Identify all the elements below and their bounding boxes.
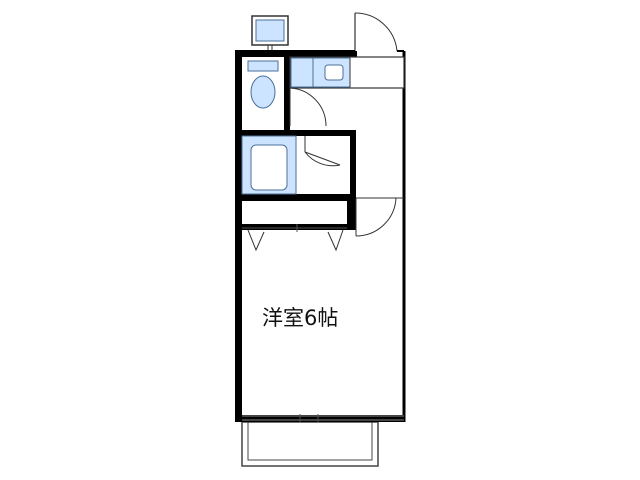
toilet-door xyxy=(289,87,327,127)
toilet xyxy=(247,60,279,109)
bathroom xyxy=(241,135,297,195)
kitchen xyxy=(289,56,405,89)
entrance-door xyxy=(354,12,398,52)
room-door xyxy=(355,197,404,237)
bathroom-door xyxy=(304,136,341,167)
main-room-label: 洋室6帖 xyxy=(262,306,339,330)
closet xyxy=(242,224,347,252)
right-wall xyxy=(355,50,406,422)
walls xyxy=(235,50,405,422)
balcony-window xyxy=(242,414,404,422)
balcony xyxy=(241,421,379,467)
washing-machine-space xyxy=(251,15,289,50)
